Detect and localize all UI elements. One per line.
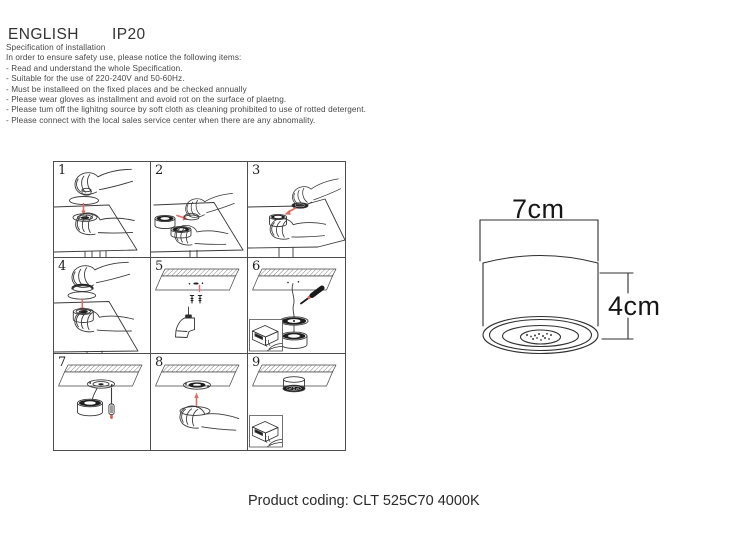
step-cell-2: 2 [151,162,248,258]
step-number: 6 [252,259,261,274]
product-dimension-drawing [479,219,634,355]
step-number: 8 [155,355,164,370]
spec-item: - Please wear gloves as installment and … [6,95,287,105]
ip-rating-label: IP20 [112,26,146,43]
lamp-side-view [482,255,599,355]
power-switch-inset-icon [249,319,283,352]
step-cell-5: 5 [151,258,248,354]
red-arrow-icon [81,202,86,216]
red-arrow-icon [284,207,297,215]
hand-icon [73,210,136,242]
ceiling-icon [252,364,337,387]
step-5-illustration [155,268,240,338]
table-icon [248,198,345,241]
product-coding-label: Product coding: CLT 525C70 4000K [248,493,480,509]
language-label: ENGLISH [8,26,79,43]
step-number: 3 [252,163,261,178]
step-cell-7: 7 [54,354,151,450]
step-number: 9 [252,355,261,370]
wire-icon [91,388,98,400]
spec-item: - Please connect with the local sales se… [6,115,316,125]
step-7-illustration [58,364,143,419]
height-dimension-line [599,272,634,340]
step-cell-4: 4 [54,258,151,354]
step-cell-9: 9 [248,354,345,450]
ceiling-icon [155,268,240,291]
red-arrow-icon [194,392,199,408]
spec-intro: In order to ensure safety use, please no… [6,53,242,63]
table-icon [54,301,139,353]
step-number: 1 [58,163,67,178]
step-9-illustration [249,364,337,448]
step-1-illustration [54,167,138,257]
step-cell-3: 3 [248,162,345,258]
spec-block: Specification of installation In order t… [6,43,366,126]
ceiling-icon [58,364,143,387]
step-cell-6: 6 [248,258,345,354]
step-6-illustration [249,268,337,352]
step-cell-1: 1 [54,162,151,258]
led-area [519,329,562,345]
step-number: 2 [155,163,164,178]
screws-icon [189,294,203,304]
step-number: 7 [58,355,67,370]
screwdriver-icon [300,285,325,305]
installation-steps-grid: 1 2 [53,161,346,451]
spec-item: - Must be installeed on the fixed places… [6,84,247,94]
spec-title: Specification of installation [6,43,106,52]
height-dimension-label: 4cm [608,291,661,321]
table-icon [54,204,138,253]
width-dimension-label: 7cm [512,194,565,224]
spec-item: - Suitable for the use of 220-240V and 5… [6,74,185,84]
drill-icon [175,306,195,338]
mounting-ring-icon [67,291,97,300]
spec-item: - Read and understand the whole Specific… [6,63,183,73]
step-number: 5 [155,259,164,274]
step-number: 4 [58,259,67,274]
step-2-illustration [151,191,244,257]
hand-icon [268,216,327,245]
step-4-illustration [54,260,139,353]
step-3-illustration [248,177,345,257]
spec-item: - Please tum off the lighitng source by … [6,105,366,115]
lamp-icon [282,376,306,393]
screwdriver-icon [108,387,115,419]
power-switch-inset-icon [249,415,283,448]
step-8-illustration [155,364,240,439]
mounting-ring-icon [87,379,115,389]
step-cell-8: 8 [151,354,248,450]
width-dimension-line [479,219,599,262]
mounting-ring-icon [183,380,211,390]
led-texture-dots [526,332,552,341]
wire-icon [291,283,295,319]
